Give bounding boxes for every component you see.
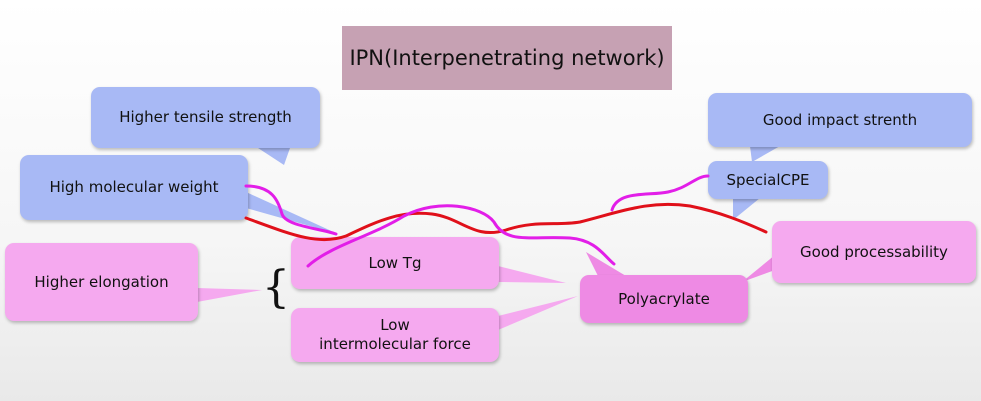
- tail-polyacrylate: [586, 252, 626, 276]
- tail-tensile: [258, 148, 290, 165]
- tail-molecular: [246, 192, 338, 234]
- node-polyacrylate: Polyacrylate: [580, 275, 748, 323]
- node-special-cpe: SpecialCPE: [708, 161, 828, 199]
- tail-intermolecular: [498, 296, 578, 330]
- diagram-title: IPN(Interpenetrating network): [342, 26, 672, 90]
- node-high-molecular-weight: High molecular weight: [20, 155, 248, 220]
- tail-elongation: [197, 288, 262, 302]
- node-low-intermolecular-force: Low intermolecular force: [291, 308, 499, 362]
- node-higher-elongation: Higher elongation: [5, 243, 198, 321]
- grouping-brace: {: [262, 262, 290, 313]
- node-good-processability: Good processability: [772, 221, 976, 283]
- tail-specialcpe: [733, 198, 760, 220]
- node-good-impact-strength: Good impact strenth: [708, 93, 972, 147]
- tail-lowtg: [498, 266, 566, 283]
- node-low-tg: Low Tg: [291, 237, 499, 289]
- tail-processability: [742, 255, 775, 282]
- tail-impact: [750, 146, 780, 162]
- node-higher-tensile-strength: Higher tensile strength: [91, 87, 320, 148]
